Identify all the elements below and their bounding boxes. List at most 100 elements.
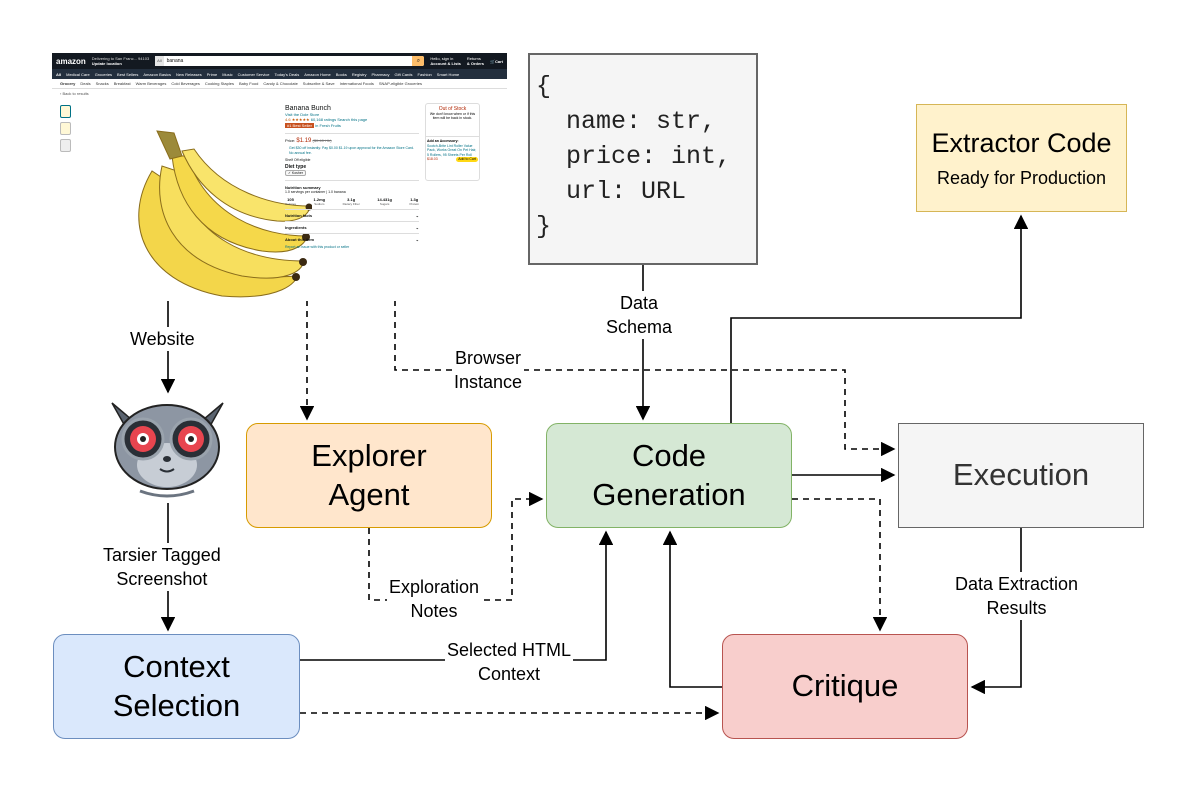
search-bar[interactable]: All banana ⌕ (155, 56, 425, 66)
add-to-cart-button[interactable]: Add to Cart (456, 157, 478, 162)
nutrition-label: Protein (409, 202, 419, 206)
store-link[interactable]: Visit the Dole Store (285, 112, 320, 117)
section-label: Ingredients (285, 225, 307, 230)
search-input[interactable]: banana (166, 58, 184, 64)
nutrition-summary-label: Nutrition summary (285, 185, 321, 190)
rating-value: 4.6 (285, 117, 291, 122)
nav-item[interactable]: Music (222, 71, 233, 77)
subnav-item[interactable]: Baby Food (238, 81, 259, 86)
schema-line: price: int, (536, 142, 732, 171)
subnav-item[interactable]: Breakfast (113, 81, 131, 86)
subnav-item[interactable]: Cold Beverages (171, 81, 200, 86)
nav-item[interactable]: Fashion (417, 71, 432, 77)
nav-item[interactable]: Groceries (94, 71, 113, 77)
subnav-item[interactable]: Candy & Chocolate (263, 81, 298, 86)
nav-item[interactable]: Prime (206, 71, 218, 77)
image-thumbnails (60, 105, 72, 156)
accessory-name[interactable]: Scotch-Brite Lint Roller Value Pack, Wor… (427, 143, 477, 157)
data-schema-box: { name: str, price: int, url: URL} (528, 53, 758, 265)
schema-line: name: str, (536, 107, 717, 136)
thumbnail-1[interactable] (60, 105, 71, 118)
amazon-navbar: All Medical Care Groceries Best Sellers Amaz… (52, 69, 507, 79)
execution-node: Execution (898, 423, 1144, 528)
nav-item[interactable]: Amazon Basics (143, 71, 171, 77)
nav-item[interactable]: Amazon Home (304, 71, 331, 77)
subnav-item[interactable]: International Foods (339, 81, 374, 86)
search-dept[interactable]: All (155, 56, 164, 66)
thumbnail-3[interactable] (60, 139, 71, 152)
nutrition-label: Sodium (314, 202, 325, 206)
rating-row: 4.6 ★★★★★ 60,168 ratings Search this pag… (285, 117, 419, 122)
subnav-item[interactable]: Subscribe & Save (302, 81, 335, 86)
thumbnail-2[interactable] (60, 122, 71, 135)
nav-item[interactable]: Pharmacy (371, 71, 390, 77)
subnav-item[interactable]: Cooking Staples (204, 81, 234, 86)
section-row[interactable]: Nutrition facts⌄ (285, 209, 419, 218)
nav-item[interactable]: Registry (351, 71, 367, 77)
promo-text[interactable]: Get $30 off instantly: Pay $0.00 $1.19 u… (289, 146, 415, 155)
report-link[interactable]: Report an issue with this product or sel… (285, 245, 350, 249)
orders-link[interactable]: Returns & Orders (467, 56, 484, 66)
nav-item[interactable]: Best Sellers (117, 71, 139, 77)
nutrition-value: 14.431g (377, 197, 392, 202)
label-browser-instance: Browser Instance (452, 346, 525, 394)
subnav-item[interactable]: SNAP-eligible Groceries (378, 81, 422, 86)
account-line2: Account & Lists (430, 61, 461, 66)
section-row[interactable]: Ingredients⌄ (285, 221, 419, 230)
badge-category-link[interactable]: in Fresh Fruits (315, 123, 341, 128)
ratings-count-link[interactable]: 60,168 ratings (310, 117, 337, 122)
search-page-link[interactable]: Search this page (337, 117, 368, 122)
critique-label: Critique (791, 668, 899, 704)
edge-selected-html (300, 530, 614, 661)
nav-item[interactable]: Customer Service (237, 71, 270, 77)
price-label: Price: (285, 138, 296, 143)
extractor-title: Extractor Code (931, 127, 1112, 158)
cart-icon[interactable]: 🛒Cart (490, 58, 503, 64)
edge-exploration-notes (368, 491, 544, 601)
nav-item[interactable]: All (56, 71, 62, 77)
nav-item[interactable]: New Releases (175, 71, 202, 77)
subnav-item[interactable]: Snacks (95, 81, 109, 86)
account-menu[interactable]: Hello, sign in Account & Lists (430, 56, 460, 66)
account-line1: Hello, sign in (430, 56, 454, 61)
oos-note: We don't know when or if this item will … (429, 111, 476, 121)
subnav-item[interactable]: Warm Beverages (135, 81, 167, 86)
price-row: Price: $1.19 ($0.40 / lb) (285, 138, 419, 144)
subnav-item[interactable]: Grocery (60, 81, 76, 86)
nav-item[interactable]: Smart Home (436, 71, 460, 77)
cart-label: Cart (494, 58, 503, 64)
extractor-code-node: Extractor Code Ready for Production (916, 104, 1127, 212)
amazon-product-screenshot: amazon Delivering to San Franc... 94103 … (52, 53, 507, 301)
nav-item[interactable]: Gift Cards (394, 71, 413, 77)
best-seller-badge: #1 Best Seller (285, 123, 314, 128)
nutrition-value: 1.3g (410, 197, 419, 202)
subnav-item[interactable]: Deals (80, 81, 91, 86)
nutrition-value: 105 (287, 197, 294, 202)
nav-item[interactable]: Medical Care (66, 71, 90, 77)
shelf-life: Shelf Off eligible (285, 158, 311, 162)
label-website: Website (128, 327, 197, 351)
location-line1: Delivering to San Franc... 94103 (91, 56, 150, 61)
search-icon[interactable]: ⌕ (412, 56, 425, 66)
nav-item[interactable]: Today's Deals (274, 71, 300, 77)
diet-type-label: Diet type (285, 164, 307, 170)
delivery-location: Delivering to San Franc... 94103 Update … (92, 56, 149, 66)
star-rating-icon: ★★★★★ (291, 117, 310, 122)
back-to-results-link[interactable]: ‹ Back to results (60, 91, 89, 96)
diet-chip[interactable]: ✓ Kosher (285, 170, 306, 176)
nutrition-label: Dietary Fiber (342, 202, 360, 206)
context-selection-node: Context Selection (53, 634, 300, 739)
accessory-header: Add an Accessory: (427, 139, 459, 143)
orders-line2: & Orders (466, 61, 484, 66)
out-of-stock-label: Out of Stock (438, 106, 467, 112)
section-label: Nutrition facts (285, 213, 313, 218)
nav-item[interactable]: Books (335, 71, 347, 77)
location-line2: Update location (91, 61, 122, 66)
section-row[interactable]: About this item⌄ (285, 233, 419, 242)
nutrition-value: 1.2mg (313, 197, 326, 202)
nutrition-label: Sugars (379, 202, 390, 206)
servings-text: 1.0 servings per container | 1.0 banana (285, 190, 346, 194)
